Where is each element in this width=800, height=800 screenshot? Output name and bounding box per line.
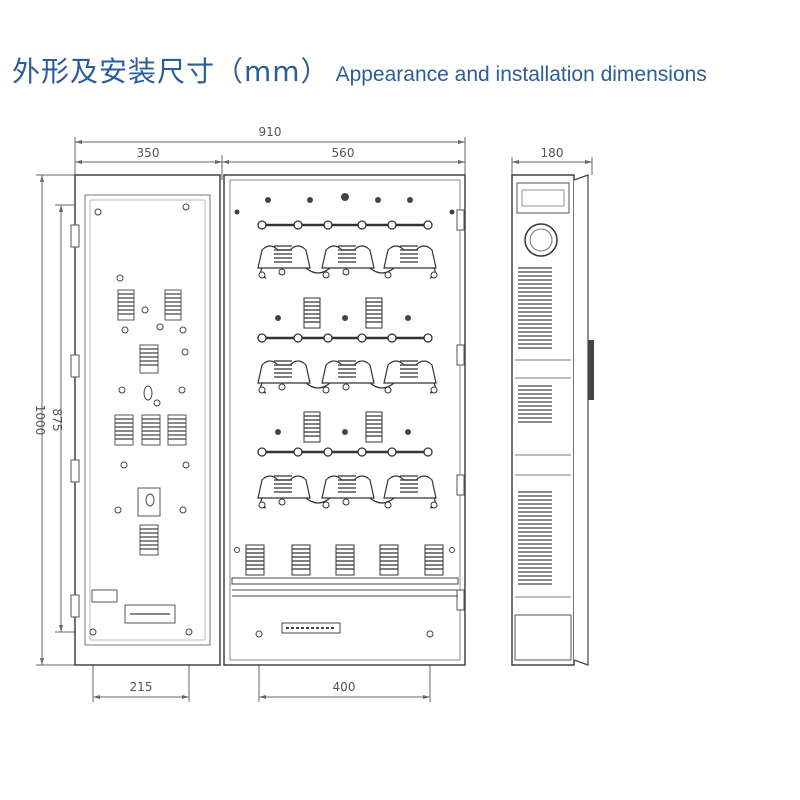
right-mid-breakers — [303, 297, 383, 443]
side-bottom-box — [514, 614, 572, 661]
left-hinges — [70, 224, 80, 618]
left-panel — [70, 174, 221, 666]
dim-mount-height: 875 — [50, 409, 64, 432]
right-rail — [231, 577, 459, 597]
dim-right-width: 560 — [332, 146, 355, 160]
side-view — [511, 174, 594, 666]
page-title: 外形及安装尺寸（mm）Appearance and installation d… — [12, 50, 800, 94]
dimension-arrows — [40, 140, 592, 699]
dim-left-mount-spacing: 215 — [130, 680, 153, 694]
right-mid-breaker-hatching — [304, 301, 382, 437]
right-bottom-breaker-hatching — [246, 548, 443, 570]
title-chinese: 外形及安装尺寸（mm） — [12, 55, 330, 88]
title-english: Appearance and installation dimensions — [335, 63, 707, 86]
right-switch-terminals — [258, 268, 438, 509]
right-bottom-screws — [234, 547, 455, 638]
dim-left-width: 350 — [137, 146, 160, 160]
left-components — [91, 289, 187, 624]
right-switch-hatching — [274, 245, 418, 493]
dim-depth: 180 — [541, 146, 564, 160]
left-screws — [89, 203, 193, 636]
side-meter-dial — [524, 223, 558, 257]
side-vent-lines — [518, 267, 552, 585]
side-dividers — [515, 359, 571, 598]
right-bus-terminals — [257, 220, 433, 457]
dim-height: 1000 — [33, 405, 47, 436]
dim-overall-width: 910 — [259, 125, 282, 139]
right-busbars — [262, 223, 428, 454]
right-bottom-breakers — [245, 544, 444, 576]
right-top-screws — [234, 193, 455, 215]
left-component-hatching — [115, 293, 186, 615]
side-handle — [588, 340, 594, 400]
dim-right-mount-spacing: 400 — [333, 680, 356, 694]
right-hinges — [456, 209, 465, 611]
right-panel — [223, 174, 466, 666]
right-mid-screws — [275, 315, 411, 435]
